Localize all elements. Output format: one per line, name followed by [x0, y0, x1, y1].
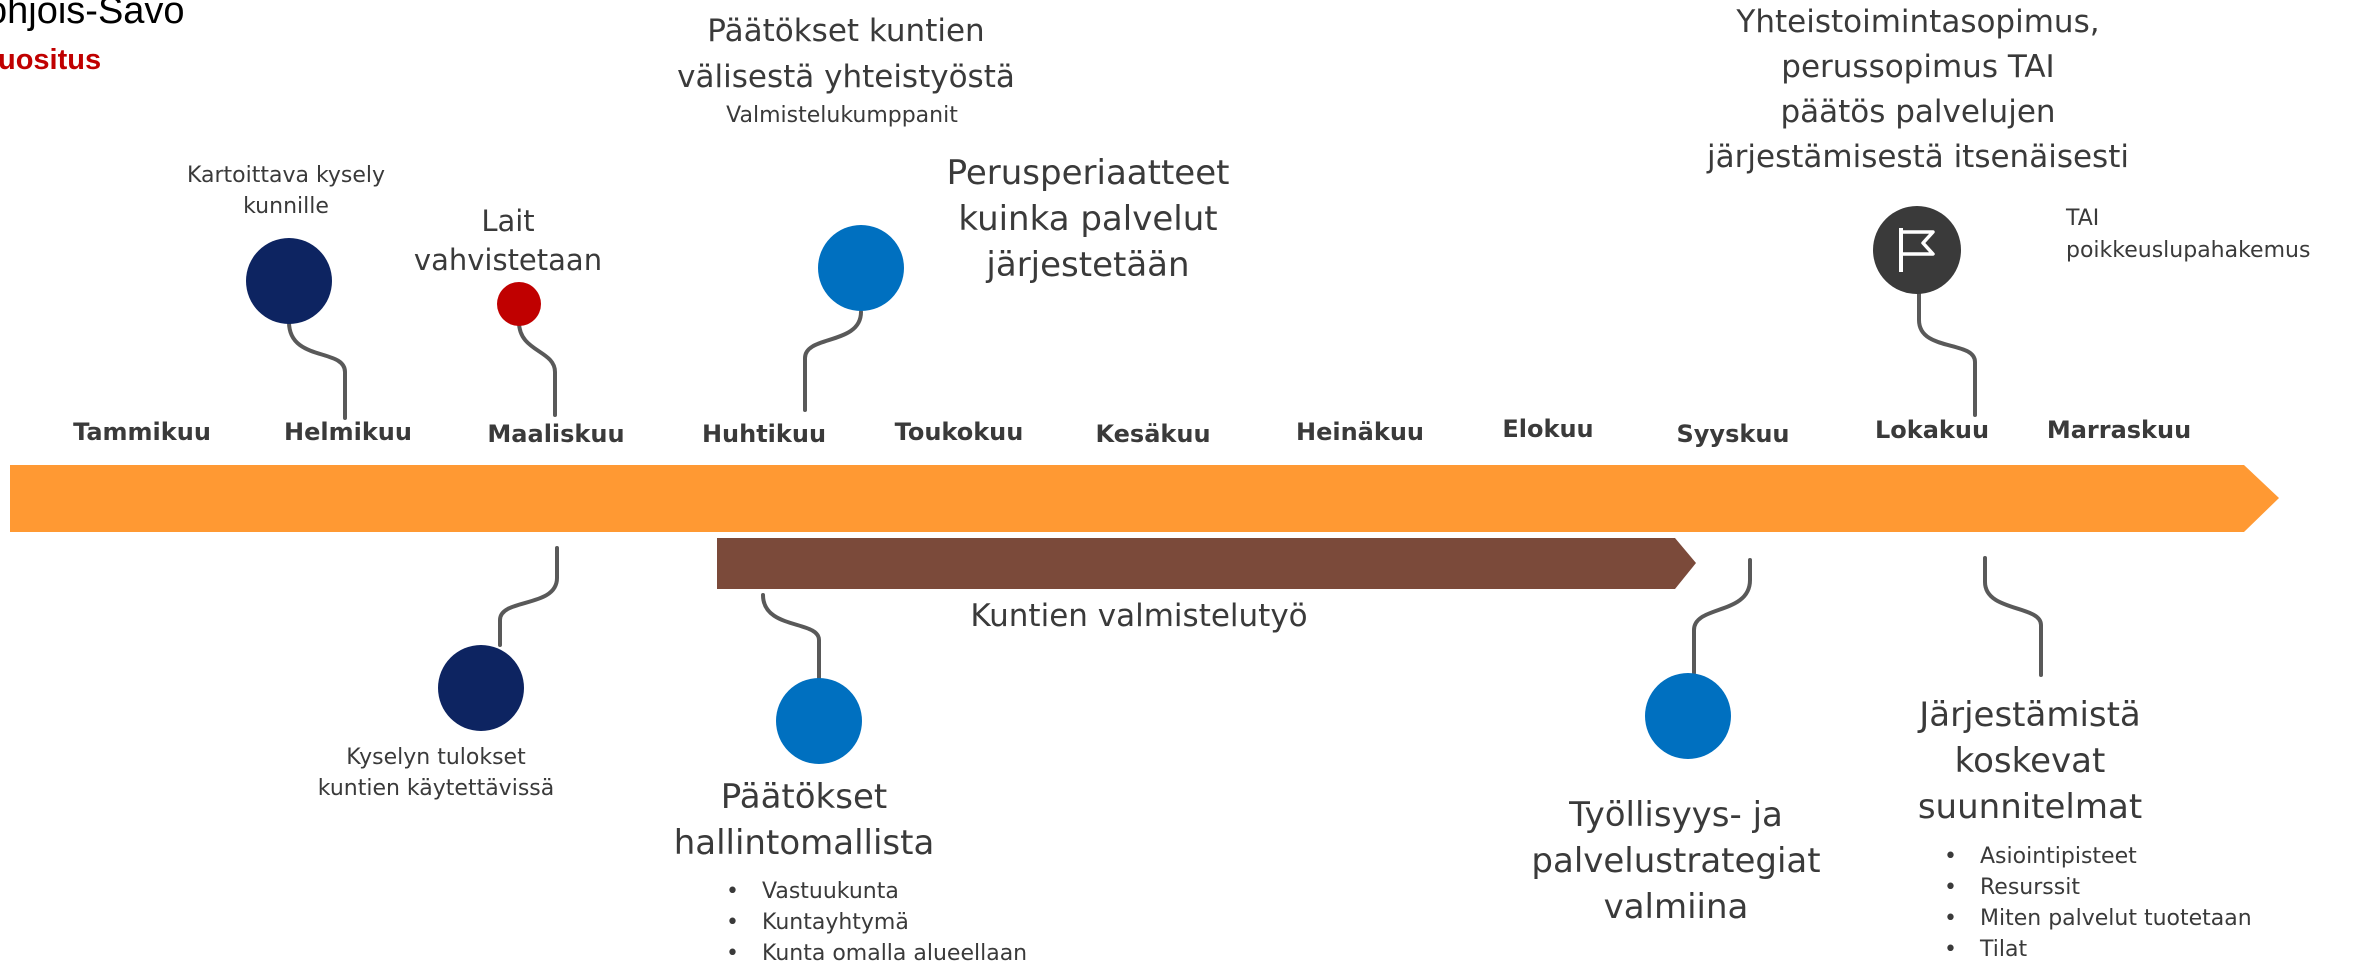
milestone-hallinto-dot — [776, 678, 862, 764]
list-item: Kuntayhtymä — [726, 907, 1027, 938]
preparation-bar — [717, 538, 1696, 589]
label-kuntien-valmistelutyo: Kuntien valmistelutyö — [970, 598, 1308, 634]
list-item: Vastuukunta — [726, 876, 1027, 907]
milestone-perusperiaatteet-dot — [818, 225, 904, 311]
connector-jarjestaminen — [1983, 556, 2043, 677]
connector-perusperiaatteet — [803, 310, 863, 412]
month-huhtikuu: Huhtikuu — [701, 420, 827, 448]
list-item: Asiointipisteet — [1944, 841, 2252, 872]
milestone-lait-dot — [497, 282, 541, 326]
month-kesakuu: Kesäkuu — [1095, 420, 1211, 448]
milestone-kartoittava-dot — [246, 238, 332, 324]
page-title: ohjois-Savo — [0, 0, 185, 32]
timeline-arrow — [10, 465, 2279, 532]
connector-kysely — [498, 546, 559, 647]
label-perusperiaatteet: Perusperiaatteet kuinka palvelut järjest… — [946, 153, 1230, 285]
label-sopimus: Yhteistoimintasopimus, perussopimus TAI … — [1707, 4, 2129, 175]
label-kysely-tulokset: Kyselyn tulokset kuntien käytettävissä — [317, 745, 555, 801]
connector-lait — [517, 320, 557, 417]
jarjestaminen-bullet-list: Asiointipisteet Resurssit Miten palvelut… — [1944, 841, 2252, 965]
connectors — [287, 292, 2043, 680]
label-jarjestaminen: Järjestämistä koskevat suunnitelmat — [1917, 695, 2143, 827]
list-item: Kunta omalla alueellaan — [726, 938, 1027, 969]
label-lait: Lait vahvistetaan — [413, 204, 603, 277]
connector-hallinto — [761, 593, 821, 680]
connector-tyollisyys — [1692, 558, 1752, 675]
month-tammikuu: Tammikuu — [73, 418, 211, 446]
connector-kartoittava — [287, 320, 347, 420]
month-lokakuu: Lokakuu — [1874, 416, 1990, 444]
month-helmikuu: Helmikuu — [284, 418, 412, 446]
label-paatokset-hallinto: Päätökset hallintomallista — [673, 777, 935, 863]
hallinto-bullet-list: Vastuukunta Kuntayhtymä Kunta omalla alu… — [726, 876, 1027, 969]
connector-sopimus — [1917, 292, 1977, 417]
list-item: Tilat — [1944, 934, 2252, 965]
label-tyollisyys: Työllisyys- ja palvelustrategiat valmiin… — [1531, 795, 1821, 927]
flag-icon — [1899, 228, 1935, 272]
month-heinakuu: Heinäkuu — [1295, 418, 1425, 446]
milestone-tyollisyys-dot — [1645, 673, 1731, 759]
milestone-kysely-dot — [438, 645, 524, 731]
month-syyskuu: Syyskuu — [1676, 420, 1790, 448]
page-subtitle: uositus — [0, 44, 102, 76]
month-maaliskuu: Maaliskuu — [487, 420, 625, 448]
label-valmistelukumppanit: Valmistelukumppanit — [726, 103, 958, 128]
list-item: Miten palvelut tuotetaan — [1944, 903, 2252, 934]
month-marraskuu: Marraskuu — [2046, 416, 2192, 444]
list-item: Resurssit — [1944, 872, 2252, 903]
month-elokuu: Elokuu — [1502, 415, 1594, 443]
milestone-flag-circle — [1873, 206, 1961, 294]
label-kartoittava: Kartoittava kysely kunnille — [186, 163, 386, 219]
label-paatokset-yhteistyo: Päätökset kuntien välisestä yhteistyöstä — [677, 13, 1015, 95]
label-tai: TAI poikkeuslupahakemus — [2066, 206, 2311, 263]
month-toukokuu: Toukokuu — [894, 418, 1024, 446]
